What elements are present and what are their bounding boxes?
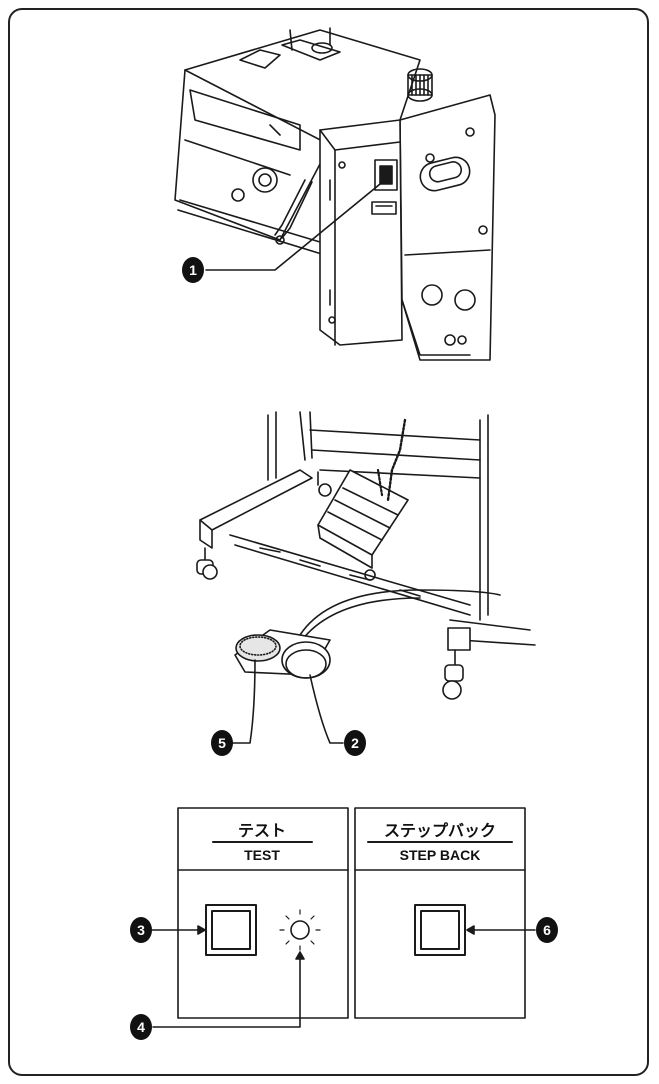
test-indicator-lamp-icon bbox=[279, 909, 321, 951]
callout-3-leader bbox=[151, 925, 206, 935]
test-label-jp: テスト bbox=[238, 821, 286, 840]
callout-4: 4 bbox=[130, 1014, 152, 1040]
svg-text:5: 5 bbox=[218, 735, 226, 751]
callout-1: 1 bbox=[182, 257, 204, 283]
callout-2-leader bbox=[309, 674, 344, 744]
power-switch[interactable] bbox=[374, 159, 398, 191]
callout-5-leader bbox=[232, 659, 256, 744]
svg-text:3: 3 bbox=[137, 922, 145, 938]
step-back-panel bbox=[354, 807, 526, 1019]
svg-text:2: 2 bbox=[351, 735, 359, 751]
foot-switch-left[interactable] bbox=[235, 634, 281, 662]
callout-3: 3 bbox=[130, 917, 152, 943]
test-panel bbox=[177, 807, 349, 1019]
callout-4-leader bbox=[152, 951, 305, 1028]
callout-2: 2 bbox=[344, 730, 366, 756]
test-label-en: TEST bbox=[244, 847, 280, 863]
sewing-machine-head bbox=[174, 27, 496, 361]
step-back-label-en: STEP BACK bbox=[400, 847, 481, 863]
foot-switch-pedals bbox=[234, 589, 501, 679]
callout-6-leader bbox=[466, 925, 536, 935]
callout-5: 5 bbox=[211, 730, 233, 756]
step-back-label-jp: ステップバック bbox=[384, 821, 496, 840]
callout-6: 6 bbox=[536, 917, 558, 943]
figure-frame bbox=[8, 8, 649, 1076]
svg-text:1: 1 bbox=[189, 262, 197, 278]
svg-text:4: 4 bbox=[137, 1019, 145, 1035]
callout-1-leader bbox=[205, 179, 386, 271]
machine-stand bbox=[196, 411, 536, 700]
svg-text:6: 6 bbox=[543, 922, 551, 938]
